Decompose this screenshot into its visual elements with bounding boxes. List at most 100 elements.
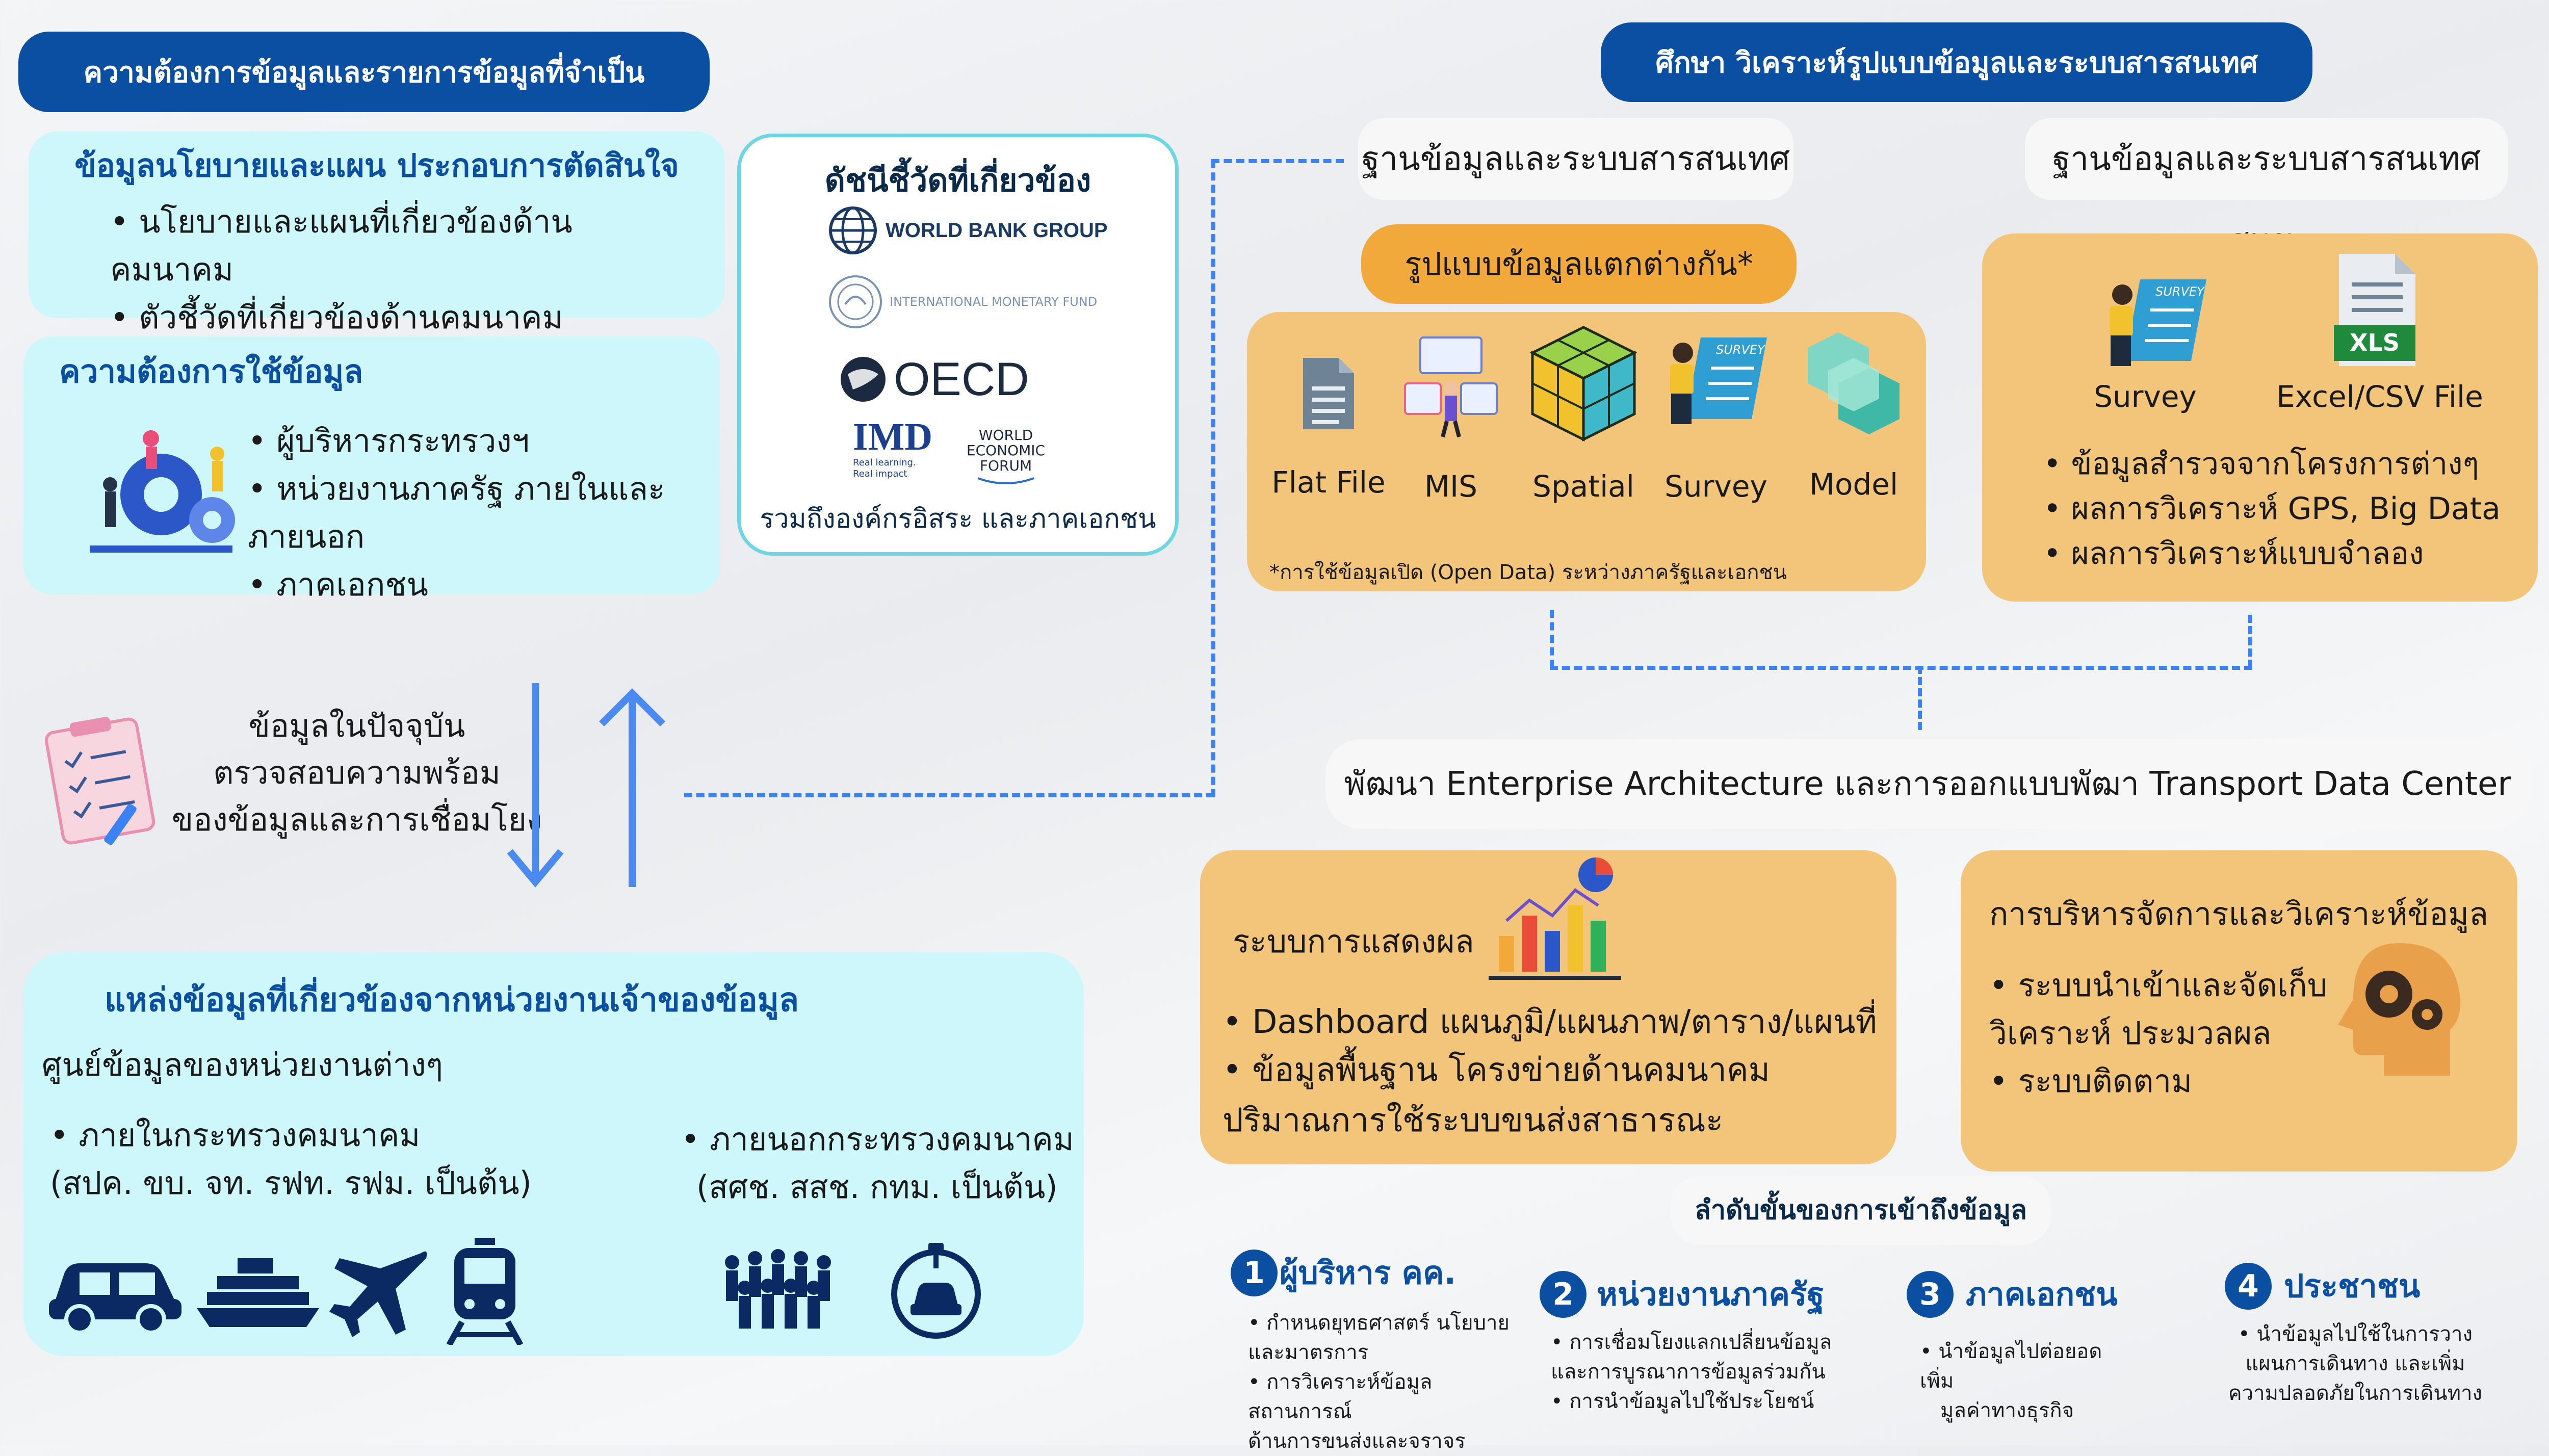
otp-data-item: ผลการวิเคราะห์แบบจำลอง	[2043, 531, 2501, 576]
step-line: และมาตรการ	[1248, 1341, 1369, 1364]
sources-box: แหล่งข้อมูลที่เกี่ยวข้องจากหน่วยงานเจ้าข…	[23, 952, 1084, 1356]
otp-data-list: ข้อมูลสำรวจจากโครงการต่างๆ ผลการวิเคราะห…	[2043, 441, 2501, 576]
access-step-2: 2 หน่วยงานภาครัฐ • การเชื่อมโยงแลกเปลี่ย…	[1540, 1269, 1856, 1416]
database-label-text: ฐานข้อมูลและระบบสารสนเทศ	[1361, 140, 1790, 178]
otp-data-item: ข้อมูลสำรวจจากโครงการต่างๆ	[2043, 441, 2501, 486]
world-bank-text: WORLD BANK GROUP	[886, 219, 1108, 242]
formats-pill-text: รูปแบบข้อมูลแตกต่างกัน*	[1404, 245, 1753, 282]
usage-box: ความต้องการใช้ข้อมูล ผู้บริหารกระทรวงฯ ห…	[23, 336, 720, 603]
indicators-title: ดัชนีชี้วัดที่เกี่ยวข้อง	[824, 162, 1091, 199]
step-line: มูลค่าทางธุรกิจ	[1940, 1399, 2074, 1422]
step-line: • กำหนดยุทธศาสตร์ นโยบาย	[1248, 1311, 1510, 1335]
outside-label: ภายนอกกระทรวงคมนาคม	[710, 1121, 1074, 1158]
usage-box-title: ความต้องการใช้ข้อมูล	[59, 353, 363, 390]
step-line: ด้านการขนส่งและจราจร	[1248, 1429, 1466, 1453]
ev-charging-icon	[891, 1243, 981, 1339]
wef-text: WORLD ECONOMIC FORUM	[966, 427, 1046, 474]
left-header-label: ความต้องการข้อมูลและรายการข้อมูลที่จำเป็…	[83, 56, 645, 89]
display-system-title: ระบบการแสดงผล	[1233, 923, 1474, 960]
step-title: ผู้บริหาร คค.	[1280, 1254, 1456, 1291]
indicators-footer: รวมถึงองค์กรอิสระ และภาคเอกชน	[760, 504, 1156, 534]
step-line: แผนการเดินทาง และเพิ่ม	[2245, 1352, 2465, 1375]
data-management-box: การบริหารจัดการและวิเคราะห์ข้อมูล • ระบบ…	[1961, 850, 2517, 1172]
sources-title: แหล่งข้อมูลที่เกี่ยวข้องจากหน่วยงานเจ้าข…	[104, 981, 799, 1019]
policy-list: นโยบายและแผนที่เกี่ยวข้องด้านคมนาคม ตัวช…	[59, 198, 694, 342]
imd-text: IMD	[853, 415, 933, 458]
train-icon	[447, 1238, 523, 1345]
flat-file-icon	[1303, 358, 1354, 429]
step-title: ภาคเอกชน	[1966, 1276, 2118, 1313]
usage-item: ผู้บริหารกระทรวงฯ	[248, 417, 720, 465]
display-system-item: Dashboard แผนภูมิ/แผนภาพ/ตาราง/แผนที่	[1223, 998, 1877, 1046]
survey-person-icon: SURVEY	[2110, 279, 2206, 366]
car-icon	[49, 1263, 181, 1335]
display-system-item-cont: ปริมาณการใช้ระบบขนส่งสาธารณะ	[1223, 1102, 1724, 1139]
step-line: • การนำข้อมูลไปใช้ประโยชน์	[1551, 1390, 1814, 1413]
step-line: และการบูรณาการข้อมูลร่วมกัน	[1551, 1360, 1826, 1384]
policy-item: นโยบายและแผนที่เกี่ยวข้องด้านคมนาคม	[110, 198, 694, 294]
sources-subtitle: ศูนย์ข้อมูลของหน่วยงานต่างๆ	[42, 1046, 443, 1083]
format-label-survey: Survey	[1664, 469, 1767, 504]
business-gears-icon	[90, 430, 235, 553]
up-down-arrows-icon	[507, 683, 665, 888]
excel-file-icon: XLS	[2334, 254, 2415, 366]
otp-data-item: ผลการวิเคราะห์ GPS, Big Data	[2043, 486, 2500, 531]
model-hexagon-icon	[1808, 332, 1900, 434]
current-data-line: ตรวจสอบความพร้อม	[213, 754, 501, 791]
formats-box: SURVEY Flat File MIS Spatial Survey Mode…	[1247, 312, 1926, 591]
display-system-item: ข้อมูลพื้นฐาน โครงข่ายด้านคมนาคม	[1223, 1046, 1877, 1094]
enterprise-architecture-text: พัฒนา Enterprise Architecture และการออกแ…	[1344, 765, 2511, 803]
access-step-4: 4 ประชาชน • นำข้อมูลไปใช้ในการวาง แผนการ…	[2218, 1261, 2503, 1408]
oecd-globe-icon	[841, 357, 886, 402]
survey-badge-text: SURVEY	[2155, 284, 2205, 299]
current-data-text: ข้อมูลในปัจจุบัน ตรวจสอบความพร้อม ของข้อ…	[168, 703, 545, 843]
step-title: ประชาชน	[2284, 1267, 2421, 1305]
outside-examples: (สศช. สสช. กทม. เป็นต้น)	[696, 1168, 1058, 1206]
xls-badge-text: XLS	[2350, 329, 2400, 356]
formats-note: *การใช้ข้อมูลเปิด (Open Data) ระหว่างภาค…	[1269, 561, 1787, 584]
imd-subtext: Real learning. Real impact	[853, 457, 916, 479]
globe-icon	[829, 206, 877, 254]
connector-dash	[684, 793, 1214, 797]
oecd-logo: OECD	[838, 351, 1093, 407]
step-number: 4	[2225, 1263, 2272, 1310]
step-line: ความปลอดภัยในการเดินทาง	[2228, 1382, 2483, 1405]
head-gears-icon	[2338, 943, 2461, 1076]
outside-ministry: • ภายนอกกระทรวงคมนาคม (สศช. สสช. กทม. เป…	[681, 1115, 1074, 1211]
survey-icon: SURVEY	[1670, 337, 1767, 424]
format-label-flat-file: Flat File	[1271, 465, 1386, 500]
left-header: ความต้องการข้อมูลและรายการข้อมูลที่จำเป็…	[18, 32, 710, 112]
access-step-3: 3 ภาคเอกชน • นำข้อมูลไปต่อยอดเพิ่ม มูลค่…	[1907, 1269, 2131, 1425]
display-system-box: ระบบการแสดงผล Dashboard แผนภูมิ/แผนภาพ/ต…	[1200, 850, 1896, 1164]
step-number: 1	[1231, 1250, 1278, 1296]
format-label-spatial: Spatial	[1532, 469, 1634, 504]
policy-box: ข้อมูลนโยบายและแผน ประกอบการตัดสินใจ นโย…	[29, 132, 725, 336]
connector-dash	[1211, 160, 1215, 797]
access-levels-title: ลำดับขั้นของการเข้าถึงข้อมูล	[1670, 1176, 2051, 1245]
otp-data-box: SURVEY XLS Survey Excel/CSV File ข้อมูลส…	[1982, 233, 2538, 602]
survey-badge-text: SURVEY	[1716, 343, 1766, 357]
step-number: 2	[1540, 1271, 1586, 1318]
data-management-item: ระบบติดตาม	[2018, 1062, 2193, 1100]
inside-ministry: • ภายในกระทรวงคมนาคม (สปค. ขบ. จท. รฟท. …	[50, 1111, 532, 1207]
usage-item: ภาคเอกชน	[248, 561, 720, 609]
step-line: • การเชื่อมโยงแลกเปลี่ยนข้อมูล	[1551, 1331, 1832, 1354]
connector-dash	[1211, 159, 1344, 163]
otp-survey-label: Survey	[2094, 379, 2197, 414]
database-label: ฐานข้อมูลและระบบสารสนเทศ	[1358, 118, 1793, 200]
data-management-list: • ระบบนำเข้าและจัดเก็บ วิเคราะห์ ประมวลผ…	[1989, 967, 2328, 1100]
imf-logo: INTERNATIONAL MONETARY FUND	[827, 274, 1113, 330]
enterprise-architecture-bar: พัฒนา Enterprise Architecture และการออกแ…	[1325, 739, 2530, 829]
imd-logo: IMD Real learning. Real impact	[853, 417, 940, 483]
format-label-model: Model	[1809, 467, 1898, 502]
connector-dash	[2248, 615, 2252, 668]
usage-item: หน่วยงานภาครัฐ ภายในและภายนอก	[248, 465, 720, 561]
step-number: 3	[1907, 1271, 1954, 1318]
formats-pill: รูปแบบข้อมูลแตกต่างกัน*	[1361, 224, 1797, 304]
policy-item: ตัวชี้วัดที่เกี่ยวข้องด้านคมนาคม	[110, 294, 694, 342]
right-header: ศึกษา วิเคราะห์รูปแบบข้อมูลและระบบสารสนเ…	[1601, 22, 2312, 102]
usage-list: ผู้บริหารกระทรวงฯ หน่วยงานภาครัฐ ภายในแล…	[248, 417, 720, 609]
bar-chart-icon	[1489, 857, 1621, 980]
indicators-box: ดัชนีชี้วัดที่เกี่ยวข้อง WORLD BANK GROU…	[737, 134, 1179, 556]
step-line: • การวิเคราะห์ข้อมูลสถานการณ์	[1248, 1370, 1433, 1423]
